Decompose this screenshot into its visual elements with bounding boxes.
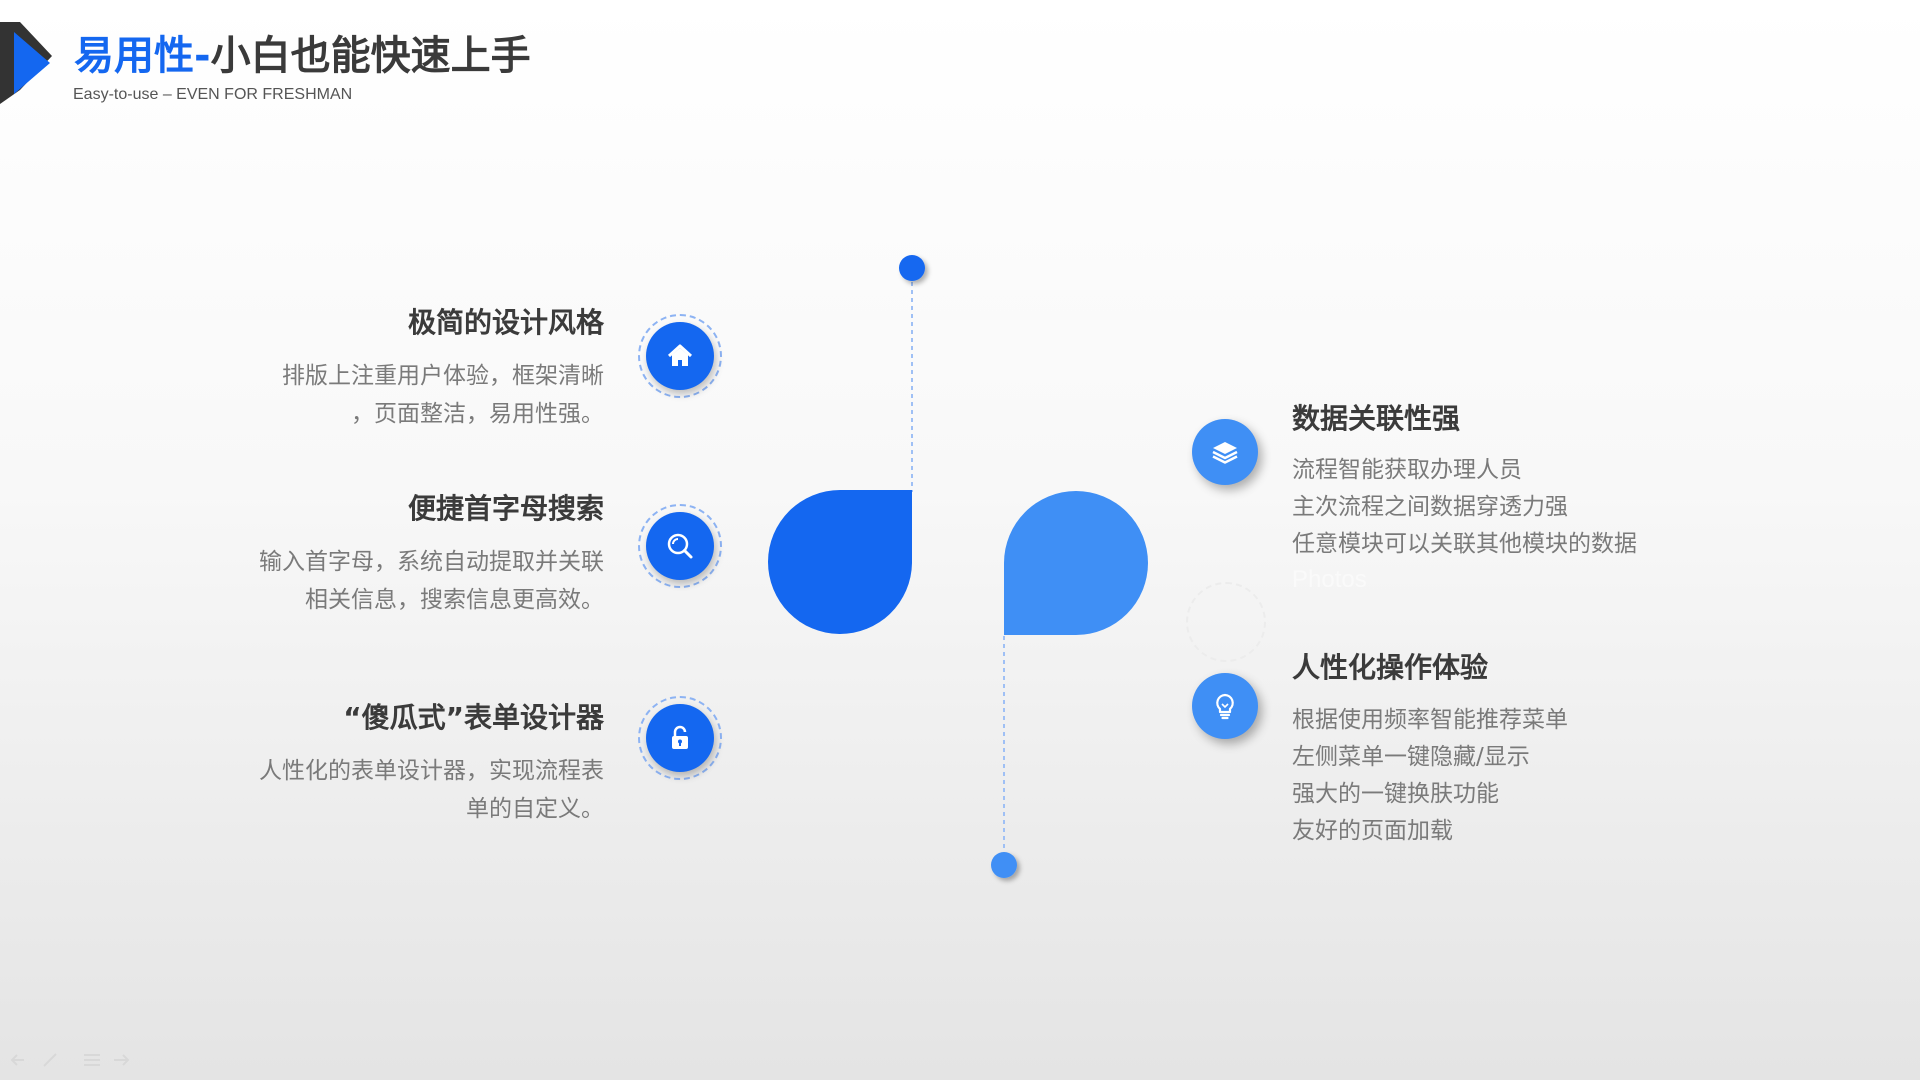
feature-desc-line: 友好的页面加载: [1292, 818, 1453, 844]
feature-desc-line: 排版上注重用户体验，框架清晰: [282, 363, 604, 389]
feature-desc-line: 任意模块可以关联其他模块的数据: [1292, 531, 1637, 557]
feature-desc-form-designer: 人性化的表单设计器，实现流程表 单的自定义。: [259, 752, 604, 828]
feature-icon-badge: [638, 696, 722, 780]
search-icon: [667, 533, 693, 559]
page-subtitle: Easy-to-use – EVEN FOR FRESHMAN: [73, 86, 353, 103]
feature-desc-line: 左侧菜单一键隐藏/显示: [1292, 744, 1530, 770]
feature-icon-badge: [1192, 419, 1258, 485]
title-highlight: 易用性: [74, 33, 194, 79]
timeline-dot-bottom: [991, 852, 1017, 878]
page-title: 易用性-小白也能快速上手: [74, 30, 531, 82]
feature-title-data-relation: 数据关联性强: [1292, 402, 1461, 435]
feature-title-user-experience: 人性化操作体验: [1292, 651, 1489, 684]
feature-desc-search: 输入首字母，系统自动提取并关联 相关信息，搜索信息更高效。: [259, 543, 604, 619]
layers-icon: [1212, 442, 1238, 464]
menu-icon[interactable]: [84, 1054, 100, 1066]
feature-desc-user-experience: 根据使用频率智能推荐菜单 左侧菜单一键隐藏/显示 强大的一键换肤功能 友好的页面…: [1292, 702, 1568, 850]
title-rest: 小白也能快速上手: [210, 33, 531, 79]
feature-desc-data-relation: 流程智能获取办理人员 主次流程之间数据穿透力强 任意模块可以关联其他模块的数据: [1292, 452, 1637, 563]
lightbulb-icon: [1216, 693, 1234, 720]
feature-title-design: 极简的设计风格: [407, 306, 604, 339]
timeline-dot-top: [899, 255, 925, 281]
leaf-shape-light: [1004, 491, 1148, 635]
feature-desc-line: 相关信息，搜索信息更高效。: [305, 587, 604, 613]
slideshow-toolbar[interactable]: [8, 1050, 132, 1070]
feature-desc-design: 排版上注重用户体验，框架清晰 ，页面整洁，易用性强。: [282, 357, 604, 433]
next-slide-icon[interactable]: [114, 1054, 130, 1066]
photos-placeholder-label: Photos: [1292, 566, 1367, 593]
corner-arrow-logo: [0, 22, 52, 104]
feature-title-form-designer: “傻瓜式”表单设计器: [343, 701, 604, 734]
feature-desc-line: 输入首字母，系统自动提取并关联: [259, 549, 604, 575]
feature-desc-line: ，页面整洁，易用性强。: [351, 401, 604, 427]
feature-desc-line: 主次流程之间数据穿透力强: [1292, 494, 1568, 520]
prev-slide-icon[interactable]: [10, 1054, 24, 1066]
feature-desc-line: 单的自定义。: [466, 796, 604, 822]
title-separator: -: [194, 33, 211, 79]
feature-desc-line: 流程智能获取办理人员: [1292, 457, 1522, 483]
feature-icon-badge: [638, 504, 722, 588]
placeholder-circle: [1186, 582, 1266, 662]
feature-title-search: 便捷首字母搜索: [407, 492, 604, 525]
feature-icon-badge: [638, 314, 722, 398]
pen-icon[interactable]: [43, 1053, 57, 1067]
feature-desc-line: 根据使用频率智能推荐菜单: [1292, 707, 1568, 733]
feature-desc-line: 强大的一键换肤功能: [1292, 781, 1499, 807]
feature-desc-line: 人性化的表单设计器，实现流程表: [259, 758, 604, 784]
leaf-shape-dark: [768, 490, 912, 634]
feature-icon-badge: [1192, 673, 1258, 739]
home-icon: [667, 344, 693, 366]
unlock-icon: [672, 725, 688, 749]
